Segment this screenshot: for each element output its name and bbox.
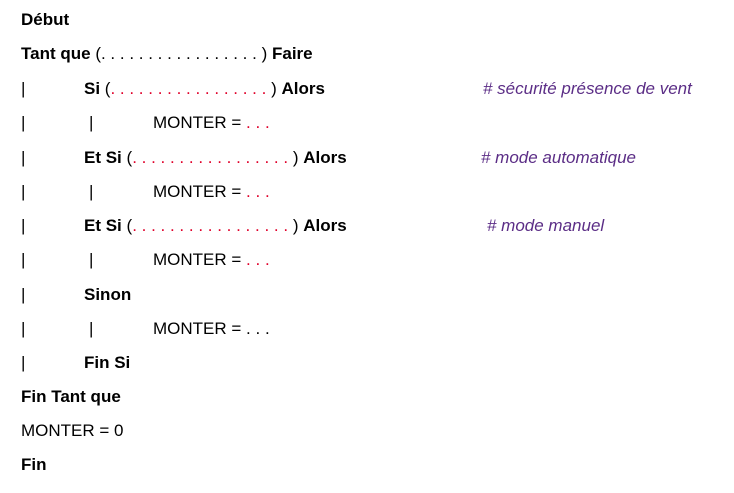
etsi-clause: Et Si (. . . . . . . . . . . . . . . . .… <box>84 214 347 238</box>
comment-securite-vent: # sécurité présence de vent <box>483 79 692 98</box>
monter-label: MONTER = <box>153 113 242 132</box>
inner-bar: | <box>89 250 94 269</box>
block-bar: | <box>21 216 26 235</box>
line-etsi-2: | Et Si (. . . . . . . . . . . . . . . .… <box>21 214 734 238</box>
alors-keyword: Alors <box>281 79 325 98</box>
monter-zero-assignment: MONTER = 0 <box>21 421 124 440</box>
etsi-open-paren: ( <box>126 148 133 167</box>
block-bar: | <box>21 182 26 201</box>
monter-assignment: MONTER = . . . <box>153 317 270 341</box>
sinon-keyword: Sinon <box>84 285 132 304</box>
monter-assignment: MONTER = . . . <box>153 111 270 135</box>
comment-mode-automatique: # mode automatique <box>481 148 636 167</box>
inner-bar: | <box>89 182 94 201</box>
etsi-close-paren: ) <box>292 148 299 167</box>
debut-keyword: Début <box>21 10 70 29</box>
monter-assignment: MONTER = . . . <box>153 248 270 272</box>
monter-label: MONTER = <box>153 182 242 201</box>
block-bar: | <box>21 79 26 98</box>
line-monter-zero: MONTER = 0 <box>21 419 124 443</box>
etsi-open-paren: ( <box>126 216 133 235</box>
line-si: | Si (. . . . . . . . . . . . . . . . . … <box>21 77 734 101</box>
line-etsi-1: | Et Si (. . . . . . . . . . . . . . . .… <box>21 146 734 170</box>
block-bar: | <box>21 148 26 167</box>
monter-value-placeholder: . . . <box>246 182 270 201</box>
block-bar: | <box>21 319 26 338</box>
si-open-paren: ( <box>104 79 111 98</box>
si-close-paren: ) <box>271 79 277 98</box>
comment-mode-manuel: # mode manuel <box>487 216 605 235</box>
etsi-clause: Et Si (. . . . . . . . . . . . . . . . .… <box>84 146 347 170</box>
si-clause: Si (. . . . . . . . . . . . . . . . . ) … <box>84 77 325 101</box>
inner-bar: | <box>89 113 94 132</box>
fin-keyword: Fin <box>21 455 47 474</box>
alors-keyword: Alors <box>303 148 347 167</box>
monter-value-placeholder: . . . <box>246 319 270 338</box>
alors-keyword: Alors <box>303 216 347 235</box>
tantque-close-paren: ) <box>261 44 268 63</box>
tantque-condition-placeholder: . . . . . . . . . . . . . . . . . <box>100 44 257 63</box>
monter-value-placeholder: . . . <box>246 113 270 132</box>
monter-label: MONTER = <box>153 250 242 269</box>
block-bar: | <box>21 113 26 132</box>
monter-label: MONTER = <box>153 319 242 338</box>
line-debut: Début <box>21 8 69 32</box>
etsi-close-paren: ) <box>292 216 299 235</box>
fin-tantque-keyword: Fin Tant que <box>21 387 121 406</box>
monter-assignment: MONTER = . . . <box>153 180 270 204</box>
block-bar: | <box>21 285 26 304</box>
line-fin: Fin <box>21 453 47 477</box>
etsi-condition-placeholder: . . . . . . . . . . . . . . . . . <box>132 148 289 167</box>
block-bar: | <box>21 250 26 269</box>
etsi-condition-placeholder: . . . . . . . . . . . . . . . . . <box>132 216 289 235</box>
tantque-keyword: Tant que <box>21 44 91 63</box>
monter-value-placeholder: . . . <box>246 250 270 269</box>
block-bar: | <box>21 353 26 372</box>
line-tantque: Tant que (. . . . . . . . . . . . . . . … <box>21 42 313 66</box>
faire-keyword: Faire <box>272 44 313 63</box>
tantque-open-paren: ( <box>95 44 101 63</box>
si-condition-placeholder: . . . . . . . . . . . . . . . . . <box>110 79 267 98</box>
finsi-keyword: Fin Si <box>84 353 131 372</box>
si-keyword: Si <box>84 79 101 98</box>
line-fin-tantque: Fin Tant que <box>21 385 121 409</box>
etsi-keyword: Et Si <box>84 216 122 235</box>
inner-bar: | <box>89 319 94 338</box>
etsi-keyword: Et Si <box>84 148 122 167</box>
